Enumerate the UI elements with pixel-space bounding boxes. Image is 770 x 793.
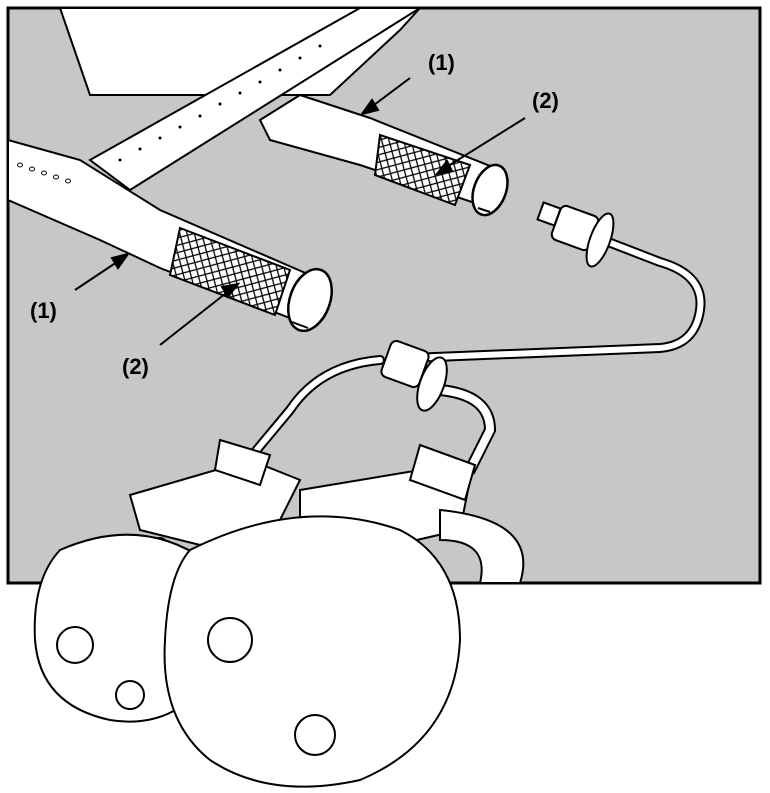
orifice-fitting-lower: [380, 339, 448, 412]
callout-venturi-lower: (2): [122, 354, 149, 379]
venturi-screen-upper: [373, 133, 472, 207]
burner-crossbar: [88, 7, 424, 192]
orifice-fitting-upper: [536, 201, 615, 268]
burner-tube-opening-lower: [287, 267, 333, 333]
callout-burner-tube-lower: (1): [30, 298, 57, 323]
burner-tube-lower: [7, 138, 333, 333]
callout-burner-tube-upper: (1): [428, 50, 455, 75]
gas-line: [235, 230, 706, 476]
callout-venturi-upper: (2): [532, 88, 559, 113]
burner-tube-opening-upper: [471, 163, 509, 217]
control-knob-right: [163, 515, 462, 788]
venturi-screen-lower: [168, 226, 292, 317]
leader-lines: [74, 77, 526, 346]
